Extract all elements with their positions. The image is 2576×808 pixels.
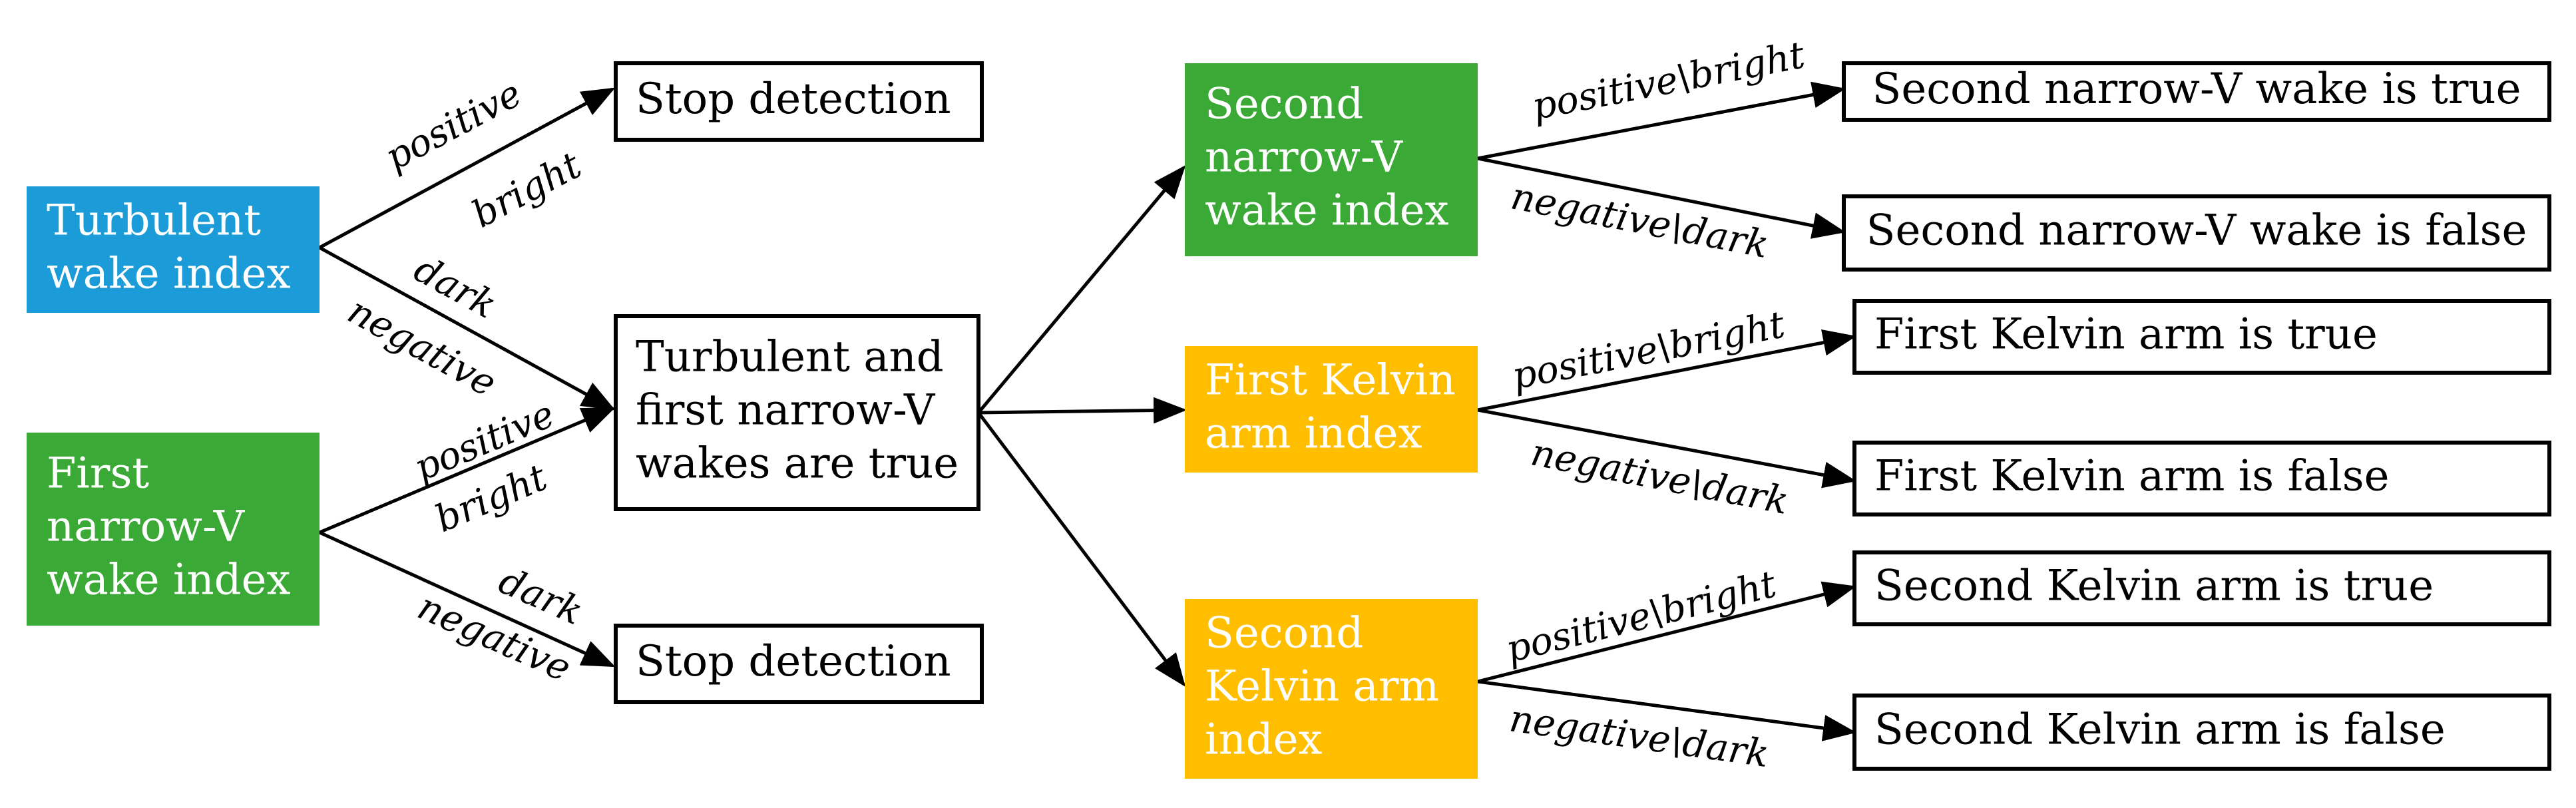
edge-first-nv-to-stop (318, 530, 616, 668)
node-label-line: Turbulent (47, 196, 261, 246)
node-label-line: First (47, 449, 149, 499)
node-label-line: Stop detection (636, 75, 951, 124)
node-first-kelvin-arm-false: First Kelvin arm is false (1852, 441, 2551, 516)
node-second-kelvin-arm-true: Second Kelvin arm is true (1852, 550, 2551, 626)
edge-first-nv-to-both-true (319, 407, 616, 534)
node-first-kelvin-arm-true: First Kelvin arm is true (1852, 299, 2551, 375)
node-label-line: Stop detection (636, 637, 951, 686)
node-label-line: wake index (47, 250, 291, 299)
edge-turbulent-to-stop (318, 87, 616, 250)
node-label-line: arm index (1205, 409, 1422, 459)
node-label-line: first narrow-V (636, 386, 936, 435)
edge-second-kelvin-to-true (1477, 581, 1856, 684)
node-label-line: Kelvin arm (1205, 662, 1439, 711)
edge-label-fk-true: positive\bright (1508, 303, 1788, 398)
node-box (1852, 550, 2551, 626)
node-stop-detection-top: Stop detection (614, 61, 984, 142)
edge-turbulent-to-both-true (318, 246, 616, 411)
node-label-line: narrow-V (1205, 133, 1404, 182)
node-box (614, 624, 984, 704)
edge-label-turb-both-above: dark (407, 248, 503, 327)
node-box (27, 433, 320, 626)
node-label-line: index (1205, 715, 1323, 765)
edge-both-to-second-kelvin (977, 411, 1186, 687)
node-label-line: Second narrow-V wake is false (1866, 206, 2527, 256)
node-box (1852, 441, 2551, 516)
node-label-line: First Kelvin arm is true (1874, 310, 2378, 359)
edge-label-turb-stop-above: positive (378, 72, 529, 179)
node-box (27, 186, 320, 313)
node-label-line: Second narrow-V wake is true (1872, 65, 2521, 114)
node-label-line: First Kelvin arm is false (1874, 452, 2389, 501)
node-box (1842, 194, 2551, 272)
node-box (1852, 299, 2551, 375)
edge-second-kelvin-to-false (1477, 680, 1856, 741)
edge-second-nv-to-true (1477, 81, 1846, 160)
node-label-line: wake index (1205, 186, 1449, 236)
edge-label-snv-false: negative\dark (1508, 174, 1773, 267)
node-label-line: Second (1205, 609, 1363, 658)
node-label-line: Second Kelvin arm is false (1874, 706, 2446, 755)
node-label-line: narrow-V (47, 503, 246, 552)
node-label-line: wake index (47, 556, 291, 605)
edge-label-snv-true: positive\bright (1528, 33, 1808, 128)
node-stop-detection-bottom: Stop detection (614, 624, 984, 704)
node-label-line: First Kelvin (1205, 356, 1456, 405)
node-box (1852, 694, 2551, 771)
node-box (614, 61, 984, 142)
node-box (614, 314, 980, 511)
edge-first-kelvin-to-true (1477, 329, 1856, 412)
node-label-line: Second (1205, 80, 1363, 129)
edge-label-sk-false: negative\dark (1507, 697, 1772, 776)
edge-second-nv-to-false (1477, 156, 1846, 239)
node-box (1185, 599, 1478, 779)
node-second-kelvin-arm-false: Second Kelvin arm is false (1852, 694, 2551, 771)
node-second-nv-wake-false: Second narrow-V wake is false (1842, 194, 2551, 272)
node-label-line: Second Kelvin arm is true (1874, 562, 2434, 611)
edge-both-to-first-kelvin (978, 397, 1187, 424)
node-box (1842, 61, 2551, 122)
node-label-line: Turbulent and (636, 333, 944, 382)
edge-both-to-second-nv (977, 165, 1186, 414)
node-label-line: wakes are true (636, 439, 959, 489)
edge-first-kelvin-to-false (1477, 408, 1856, 489)
node-box (1185, 346, 1478, 473)
node-second-nv-wake-true: Second narrow-V wake is true (1842, 61, 2551, 122)
node-box (1185, 63, 1478, 256)
